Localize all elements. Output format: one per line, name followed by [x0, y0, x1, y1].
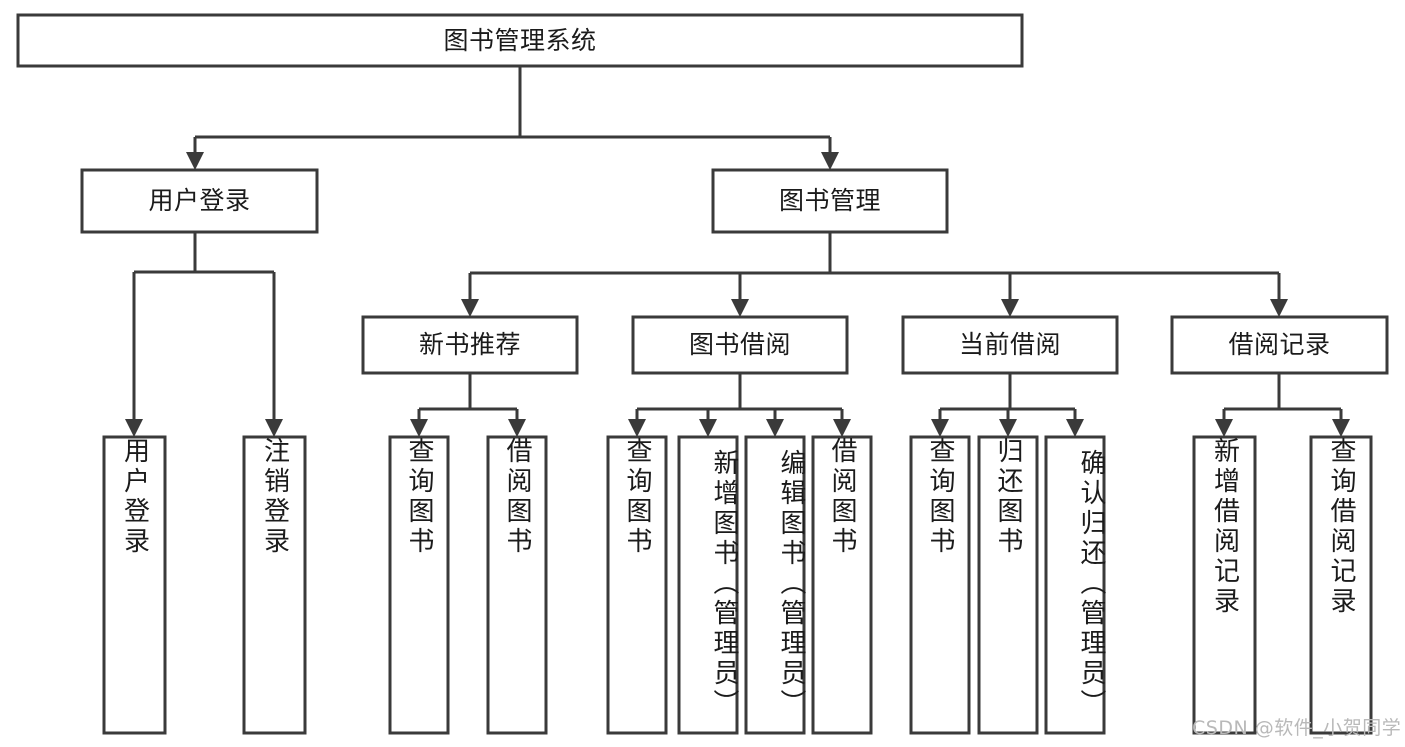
connector-user-login-trunk [132, 232, 276, 422]
arrow-head-leaf-user-logout [265, 419, 283, 437]
node-box-leaf-edit-book[interactable] [744, 435, 806, 735]
node-box-root[interactable] [16, 13, 1024, 68]
arrow-head-leaf-confirm-return [1066, 419, 1084, 437]
arrow-head-leaf-query-book-1 [410, 419, 428, 437]
node-box-leaf-confirm-return[interactable] [1044, 435, 1106, 735]
node-box-leaf-borrow-book-2[interactable] [811, 435, 873, 735]
connector-current-borrow-trunk [938, 373, 1077, 422]
node-box-leaf-query-book-3[interactable] [909, 435, 971, 735]
arrow-head-leaf-query-book-3 [931, 419, 949, 437]
arrow-head-leaf-edit-book [766, 419, 784, 437]
connector-book-manage-trunk [468, 232, 1281, 302]
arrow-head-leaf-add-book [699, 419, 717, 437]
arrow-head-leaf-borrow-book-1 [508, 419, 526, 437]
arrow-head-leaf-add-record [1215, 419, 1233, 437]
connector-borrow-record-trunk [1222, 373, 1343, 422]
arrow-head-leaf-query-record [1332, 419, 1350, 437]
node-box-leaf-query-book-2[interactable] [606, 435, 668, 735]
arrow-head-book-borrow [731, 299, 749, 317]
arrow-head-leaf-user-login [125, 419, 143, 437]
node-box-leaf-add-book[interactable] [677, 435, 739, 735]
connector-root-trunk [193, 66, 832, 155]
arrow-head-leaf-borrow-book-2 [833, 419, 851, 437]
arrow-head-borrow-record [1270, 299, 1288, 317]
node-box-leaf-user-logout[interactable] [242, 435, 307, 735]
node-box-leaf-user-login[interactable] [102, 435, 167, 735]
arrow-head-current-borrow [1001, 299, 1019, 317]
arrow-head-new-book-rec [461, 299, 479, 317]
connector-new-book-rec-trunk [417, 373, 519, 422]
node-box-leaf-query-record[interactable] [1309, 435, 1373, 735]
node-box-leaf-borrow-book-1[interactable] [486, 435, 548, 735]
node-box-current-borrow[interactable] [901, 315, 1119, 375]
arrow-head-leaf-query-book-2 [628, 419, 646, 437]
arrow-head-book-manage [821, 152, 839, 170]
node-box-new-book-rec[interactable] [361, 315, 579, 375]
arrow-head-leaf-return-book [999, 419, 1017, 437]
node-box-leaf-return-book[interactable] [977, 435, 1039, 735]
node-box-leaf-add-record[interactable] [1192, 435, 1257, 735]
node-box-borrow-record[interactable] [1170, 315, 1389, 375]
node-box-leaf-query-book-1[interactable] [388, 435, 450, 735]
node-box-user-login[interactable] [80, 168, 319, 234]
node-box-book-borrow[interactable] [631, 315, 849, 375]
connector-book-borrow-trunk [635, 373, 844, 422]
node-box-book-manage[interactable] [711, 168, 949, 234]
arrow-head-user-login [186, 152, 204, 170]
